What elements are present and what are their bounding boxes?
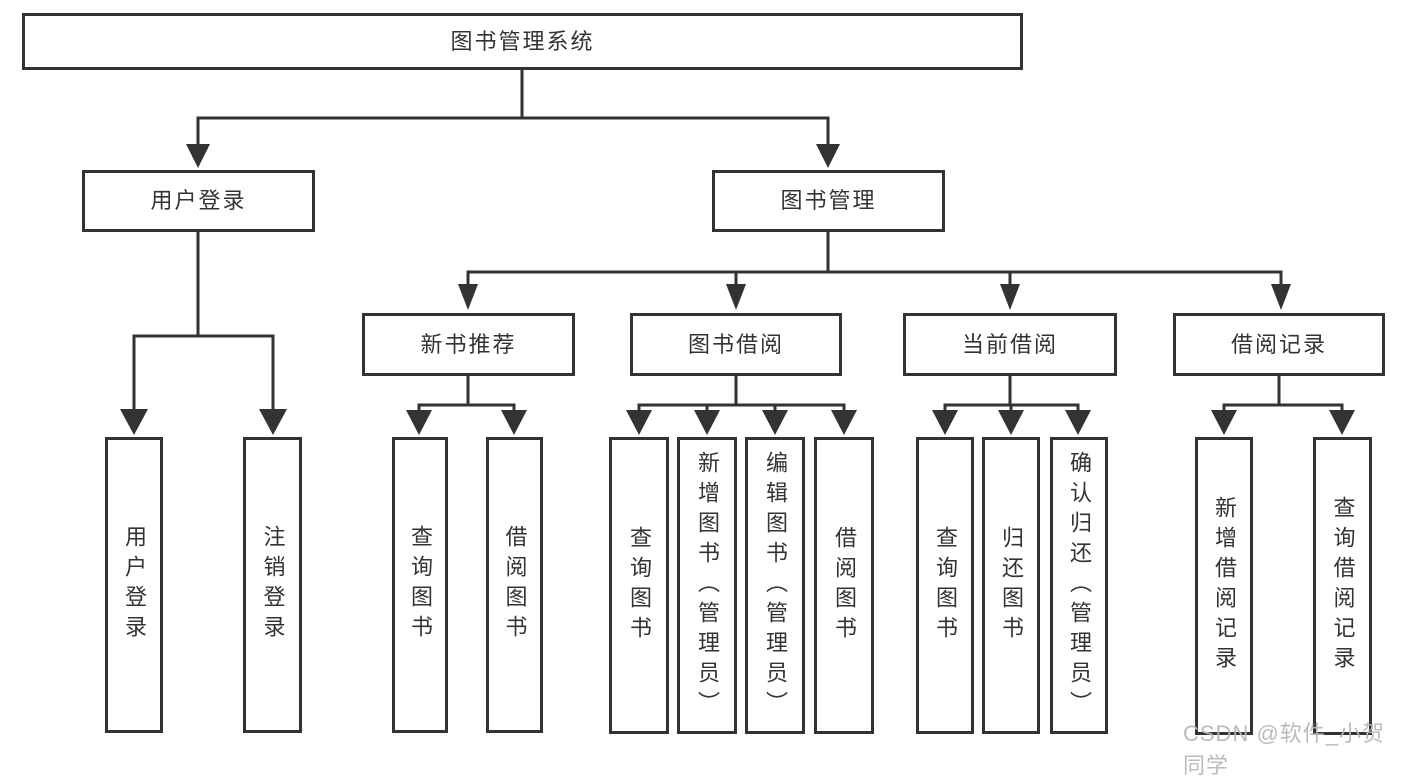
node-new-book-recommend: 新书推荐 [362,313,575,376]
leaf-logout-label: 注销登录 [260,525,286,645]
leaf-cb-confirm-return-label: 确认归还（管理员） [1067,450,1092,721]
connector-lines [120,69,1355,435]
node-current-borrow: 当前借阅 [903,313,1117,376]
leaf-nbr-query-books: 查询图书 [392,437,448,733]
leaf-bb-edit-books: 编辑图书（管理员） [745,437,805,734]
leaf-cb-query-books: 查询图书 [916,437,974,734]
node-book-borrow-label: 图书借阅 [687,331,784,357]
node-new-book-recommend-label: 新书推荐 [420,331,517,357]
node-current-borrow-label: 当前借阅 [961,331,1058,357]
node-root-label: 图书管理系统 [450,28,595,54]
leaf-br-add-record-label: 新增借阅记录 [1212,496,1237,676]
node-book-management: 图书管理 [712,170,945,232]
leaf-br-add-record: 新增借阅记录 [1195,437,1253,735]
leaf-bb-add-books-label: 新增图书（管理员） [695,450,720,721]
leaf-bb-borrow-books-label: 借阅图书 [832,525,857,646]
node-borrow-record-label: 借阅记录 [1230,331,1327,357]
arrowheads [120,144,1355,435]
node-book-management-label: 图书管理 [780,188,877,213]
leaf-br-query-record: 查询借阅记录 [1313,437,1372,735]
leaf-cb-query-books-label: 查询图书 [933,525,958,646]
node-user-login-group: 用户登录 [82,170,315,232]
leaf-cb-confirm-return: 确认归还（管理员） [1050,437,1108,734]
leaf-nbr-borrow-books-label: 借阅图书 [502,525,528,645]
leaf-cb-return-books-label: 归还图书 [999,525,1024,646]
leaf-user-login-label: 用户登录 [122,525,147,645]
leaf-logout: 注销登录 [243,437,302,733]
leaf-bb-query-books-label: 查询图书 [627,525,652,646]
leaf-user-login: 用户登录 [105,437,163,733]
csdn-watermark: CSDN @软件_小贺同学 [1183,721,1386,778]
leaf-cb-return-books: 归还图书 [982,437,1040,734]
leaf-bb-add-books: 新增图书（管理员） [677,437,737,734]
diagram-canvas: 图书管理系统 用户登录 图书管理 新书推荐 图书借阅 当前借阅 借阅记录 用户登… [22,13,1385,778]
leaf-bb-edit-books-label: 编辑图书（管理员） [763,450,788,721]
leaf-bb-borrow-books: 借阅图书 [814,437,874,734]
leaf-bb-query-books: 查询图书 [609,437,669,734]
node-user-login-group-label: 用户登录 [150,188,247,213]
leaf-nbr-query-books-label: 查询图书 [408,525,433,645]
node-borrow-record: 借阅记录 [1173,313,1385,376]
node-book-borrow: 图书借阅 [630,313,842,376]
leaf-br-query-record-label: 查询借阅记录 [1330,496,1356,676]
node-root: 图书管理系统 [22,13,1023,70]
leaf-nbr-borrow-books: 借阅图书 [486,437,543,733]
